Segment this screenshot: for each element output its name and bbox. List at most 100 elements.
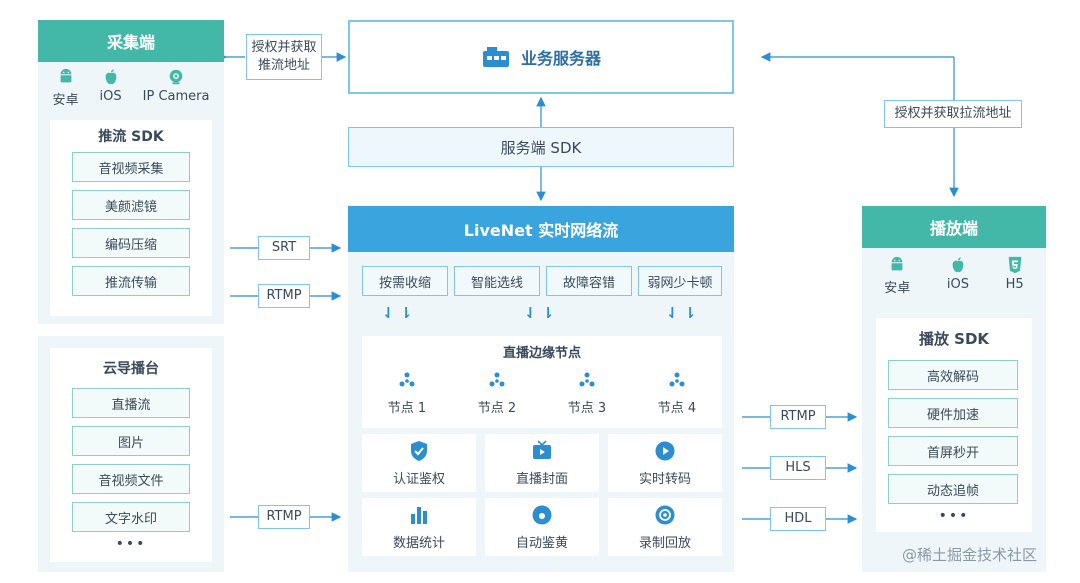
android-icon	[891, 256, 903, 271]
node-icon	[399, 372, 415, 387]
service-stats-label: 数据统计	[392, 535, 445, 551]
service-transcode: 实时转码	[608, 434, 722, 492]
edge-node: 节点 1	[388, 371, 426, 416]
player-platform-android-label: 安卓	[884, 281, 911, 296]
player-platform-h5-label: H5	[1005, 277, 1024, 292]
protocol-in-srt: SRT	[258, 236, 310, 260]
watermark-text: @稀土掘金技术社区	[902, 546, 1038, 564]
director-card: 云导播台 直播流 图片 音视频文件 文字水印 •••	[50, 348, 212, 562]
player-platform-ios: iOS	[947, 256, 969, 310]
director-panel: 云导播台 直播流 图片 音视频文件 文字水印 •••	[38, 336, 224, 572]
livenet-panel: LiveNet 实时网络流 按需收缩 智能选线 故障容错 弱网少卡顿 ⇃ ⇂ ⇃…	[348, 206, 734, 572]
service-porn-detect: 自动鉴黄	[485, 498, 599, 556]
player-platforms: 安卓 iOS H5	[862, 248, 1046, 310]
player-platform-ios-label: iOS	[946, 277, 970, 292]
node-icon	[579, 372, 595, 387]
auth-push-label: 授权并获取 推流地址	[246, 34, 322, 80]
player-platform-h5: H5	[1006, 256, 1024, 310]
edge-nodes-row: 节点 1 节点 2 节点 3 节点 4	[362, 371, 722, 416]
edge-node: 节点 3	[568, 371, 606, 416]
updown-arrows-icon: ⇃ ⇂	[382, 304, 413, 322]
push-sdk-card: 推流 SDK 音视频采集 美颜滤镜 编码压缩 推流传输	[50, 120, 212, 316]
shield-check-icon	[411, 440, 427, 461]
edge-node-label: 节点 3	[567, 401, 607, 416]
capture-platform-ios: iOS	[100, 68, 122, 120]
player-platform-android: 安卓	[884, 256, 910, 310]
server-sdk-box: 服务端 SDK	[348, 127, 734, 167]
player-sdk-card: 播放 SDK 高效解码 硬件加速 首屏秒开 动态追帧 •••	[876, 318, 1032, 532]
capture-title: 采集端	[38, 20, 224, 62]
player-panel: 播放端 安卓 iOS H5 播放 SDK 高效解码 硬件加速 首屏秒开 动态追帧…	[862, 206, 1046, 572]
director-item: 文字水印	[72, 502, 190, 532]
protocol-out-hdl: HDL	[770, 507, 826, 531]
capture-platforms: 安卓 iOS IP Camera	[38, 62, 224, 120]
director-title: 云导播台	[103, 361, 159, 377]
player-sdk-item: 动态追帧	[888, 474, 1018, 504]
service-auth: 认证鉴权	[362, 434, 476, 492]
edge-nodes-title: 直播边缘节点	[502, 346, 581, 361]
livenet-feature: 弱网少卡顿	[638, 266, 722, 296]
node-icon	[669, 372, 685, 387]
apple-icon	[105, 69, 116, 85]
edge-nodes-card: 直播边缘节点 节点 1 节点 2 节点 3 节点 4	[362, 336, 722, 428]
livenet-feature: 智能选线	[454, 266, 540, 296]
edge-node-label: 节点 1	[387, 401, 427, 416]
push-sdk-item: 音视频采集	[72, 152, 190, 182]
service-cover: 直播封面	[485, 434, 599, 492]
director-item: 图片	[72, 426, 190, 456]
player-title: 播放端	[862, 206, 1046, 248]
livenet-title: LiveNet 实时网络流	[348, 206, 734, 252]
service-replay-label: 录制回放	[638, 535, 691, 551]
play-circle-icon	[655, 441, 675, 460]
replay-icon	[655, 505, 675, 524]
protocol-in-rtmp: RTMP	[258, 505, 310, 529]
edge-node-label: 节点 4	[657, 401, 697, 416]
edge-node: 节点 2	[478, 371, 516, 416]
service-replay: 录制回放	[608, 498, 722, 556]
player-sdk-item: 高效解码	[888, 360, 1018, 390]
director-item: 直播流	[72, 388, 190, 418]
capture-platform-ipcamera: IP Camera	[142, 68, 210, 120]
edge-node-label: 节点 2	[477, 401, 517, 416]
capture-platform-ios-label: iOS	[99, 89, 122, 104]
protocol-out-hls: HLS	[770, 456, 826, 480]
business-server-title: 业务服务器	[520, 49, 601, 68]
drop-icon	[532, 505, 552, 524]
player-more: •••	[938, 508, 970, 524]
updown-arrows-icon: ⇃ ⇂	[524, 304, 555, 322]
updown-arrows-icon: ⇃ ⇂	[666, 304, 697, 322]
capture-platform-android: 安卓	[53, 68, 79, 120]
livenet-feature: 按需收缩	[362, 266, 448, 296]
push-sdk-title: 推流 SDK	[98, 129, 164, 145]
capture-platform-ipcamera-label: IP Camera	[142, 89, 210, 104]
push-sdk-item: 编码压缩	[72, 228, 190, 258]
android-icon	[60, 68, 71, 83]
capture-platform-android-label: 安卓	[52, 93, 79, 108]
bar-chart-icon	[411, 506, 427, 524]
node-icon	[489, 372, 505, 387]
livenet-feature: 故障容错	[546, 266, 632, 296]
player-sdk-title: 播放 SDK	[918, 330, 990, 348]
service-porn-detect-label: 自动鉴黄	[515, 535, 568, 551]
edge-node: 节点 4	[658, 371, 696, 416]
player-sdk-item: 硬件加速	[888, 398, 1018, 428]
server-icon	[482, 47, 509, 67]
service-cover-label: 直播封面	[515, 471, 568, 487]
html5-icon	[1008, 256, 1021, 274]
player-sdk-item: 首屏秒开	[888, 436, 1018, 466]
push-sdk-item: 美颜滤镜	[72, 190, 190, 220]
service-auth-label: 认证鉴权	[392, 471, 445, 487]
push-sdk-item: 推流传输	[72, 266, 190, 296]
service-stats: 数据统计	[362, 498, 476, 556]
protocol-out-rtmp: RTMP	[770, 405, 826, 429]
business-server-box: 业务服务器	[348, 20, 734, 94]
tv-icon	[533, 439, 551, 459]
director-item: 音视频文件	[72, 464, 190, 494]
apple-icon	[952, 257, 964, 273]
director-more: •••	[115, 536, 147, 552]
business-server-header: 业务服务器	[350, 22, 732, 92]
auth-pull-label: 授权并获取拉流地址	[884, 100, 1022, 128]
service-transcode-label: 实时转码	[638, 471, 691, 487]
capture-panel: 采集端 安卓 iOS IP Camera 推流 SDK 音视频采集 美颜滤镜 编…	[38, 20, 224, 324]
